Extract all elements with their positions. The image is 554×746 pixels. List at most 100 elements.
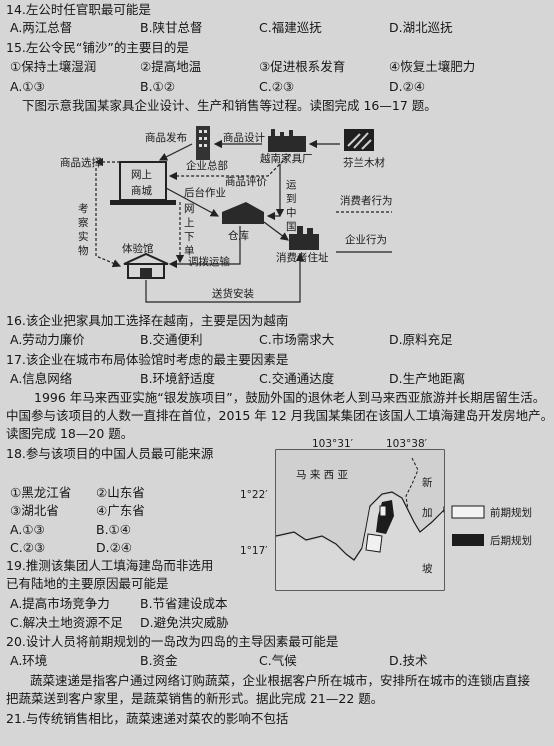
svg-text:国: 国: [286, 221, 297, 233]
q16-option-a: A.劳动力廉价: [10, 332, 85, 347]
svg-text:实: 实: [78, 230, 89, 243]
svg-text:考: 考: [78, 203, 89, 215]
national-border: [405, 457, 419, 511]
q17-option-a: A.信息网络: [10, 371, 73, 386]
question-16-stem: 16.该企业把家具加工选择在越南，主要是因为越南: [6, 313, 289, 328]
label-mall-1: 网上: [131, 169, 152, 181]
q14-option-c: C.福建巡抚: [259, 20, 322, 35]
online-mall-computer-icon: [110, 161, 176, 205]
question-19-stem-line-2: 已有陆地的主要原因最可能是: [6, 576, 169, 591]
intro-21-22-line-2: 把蔬菜送到客户家里，是蔬菜销售的新形式。据此完成 21—22 题。: [6, 691, 384, 706]
legend-consumer-label: 消费者行为: [340, 194, 393, 207]
map-lat-2: 1°17′: [240, 545, 268, 557]
legend-late-swatch: [452, 534, 484, 546]
question-14-stem: 14.左公时任官职最可能是: [6, 2, 151, 17]
q20-option-b: B.资金: [140, 653, 178, 668]
svg-text:下: 下: [184, 231, 195, 243]
label-design: 商品设计: [223, 131, 265, 144]
map-region-label: 马 来 西 亚: [296, 469, 349, 481]
question-19-stem-line-1: 19.推测该集团人工填海建岛而非选用: [6, 558, 214, 573]
question-15-stem: 15.左公令民“铺沙”的主要目的是: [6, 40, 189, 55]
q15-statement-3: ③促进根系发育: [259, 59, 346, 74]
label-backend: 后台作业: [184, 186, 226, 199]
legend-late-label: 后期规划: [490, 534, 532, 547]
question-18-stem: 18.参与该项目的中国人员最可能来源: [6, 446, 214, 461]
q14-option-d: D.湖北巡抚: [389, 20, 453, 35]
q15-option-a: A.①③: [10, 79, 45, 94]
question-21-stem: 21.与传统销售相比，蔬菜速递对菜农的影响不包括: [6, 711, 289, 726]
warehouse-icon: [222, 202, 264, 224]
q16-option-c: C.市场需求大: [259, 332, 335, 347]
q18-option-b: B.①④: [96, 522, 131, 537]
q18-statement-2: ②山东省: [96, 485, 145, 500]
label-hq: 企业总部: [186, 159, 228, 172]
q18-statement-1: ①黑龙江省: [10, 485, 72, 500]
question-20-stem: 20.设计人员将前期规划的一岛改为四岛的主导因素最可能是: [6, 634, 339, 649]
map-sg-1: 新: [422, 476, 433, 489]
q15-statement-4: ④恢复土壤肥力: [389, 59, 476, 74]
q20-option-a: A.环境: [10, 653, 48, 668]
svg-text:单: 单: [184, 245, 195, 257]
q17-option-b: B.环境舒适度: [140, 371, 216, 386]
legend-early-swatch: [451, 505, 485, 519]
q18-statement-3: ③湖北省: [10, 503, 59, 518]
factory-icon: [268, 129, 306, 152]
legend-early-label: 前期规划: [490, 506, 532, 519]
intro-21-22-line-1: 蔬菜速递是指客户通过网络订购蔬菜，企业根据客户所在城市，安排所在城市的连锁店直接: [30, 673, 531, 688]
malaysia-singapore-map: 103°31′ 103°38′ 1°22′ 1°17′ 马 来 西 亚 新 加 …: [240, 438, 532, 591]
label-eval: 商品评价: [225, 175, 267, 188]
q18-option-d: D.②④: [96, 540, 133, 555]
enterprise-process-diagram: 商品发布 企业总部 商品设计 越南家具厂 芬兰木材 网上 商城 商品选择 商品评…: [60, 126, 393, 303]
label-dispatch: 调拨运输: [188, 255, 230, 268]
intro-18-20-line-3: 读图完成 18—20 题。: [6, 426, 134, 441]
q14-option-a: A.两江总督: [10, 20, 73, 35]
q15-option-c: C.②③: [259, 79, 295, 94]
q19-option-a: A.提高市场竞争力: [10, 596, 110, 611]
map-lon-2: 103°38′: [386, 438, 428, 450]
label-warehouse: 仓库: [228, 229, 249, 242]
svg-text:到: 到: [286, 193, 297, 205]
intro-18-20-line-1: 1996 年马来西亚实施“银发族项目”，鼓励外国的退休老人到马来西亚旅游并长期居…: [34, 390, 546, 405]
consumer-home-icon: [289, 226, 319, 250]
q18-option-a: A.①③: [10, 522, 45, 537]
intro-18-20-line-2: 中国参与该项目的人数一直排在首位，2015 年 12 月我国某集团在该国人工填海…: [6, 408, 554, 423]
svg-text:察: 察: [78, 216, 89, 229]
coastline: [275, 491, 445, 561]
label-showroom: 体验馆: [122, 242, 154, 255]
headquarters-building-icon: [196, 126, 210, 160]
q17-option-c: C.交通通达度: [259, 371, 335, 386]
wood-logs-icon: [344, 129, 374, 151]
q15-statement-2: ②提高地温: [140, 59, 202, 74]
svg-text:上: 上: [184, 217, 195, 229]
q14-option-b: B.陕甘总督: [140, 20, 203, 35]
q17-option-d: D.生产地距离: [389, 371, 466, 386]
q20-option-d: D.技术: [389, 653, 428, 668]
label-mall-2: 商城: [131, 184, 152, 197]
label-publish: 商品发布: [145, 131, 187, 144]
label-select: 商品选择: [60, 156, 102, 169]
svg-text:网: 网: [184, 203, 195, 215]
q18-option-c: C.②③: [10, 540, 46, 555]
map-lon-1: 103°31′: [312, 438, 354, 450]
q15-statement-1: ①保持土壤湿润: [10, 59, 97, 74]
label-consumer-home: 消费者住址: [276, 251, 329, 264]
label-wood: 芬兰木材: [343, 156, 385, 169]
map-sg-3: 坡: [422, 562, 433, 575]
q16-option-d: D.原料充足: [389, 332, 453, 347]
q18-statement-4: ④广东省: [96, 503, 145, 518]
svg-text:运: 运: [286, 179, 297, 191]
q16-option-b: B.交通便利: [140, 332, 203, 347]
label-delivery: 送货安装: [212, 287, 254, 300]
intro-16-17: 下图示意我国某家具企业设计、生产和销售等过程。读图完成 16—17 题。: [22, 98, 437, 113]
q19-option-b: B.节省建设成本: [140, 596, 228, 611]
map-lat-1: 1°22′: [240, 489, 268, 501]
legend-enterprise-label: 企业行为: [345, 233, 387, 246]
map-sg-2: 加: [422, 507, 433, 519]
island-cluster: [365, 500, 394, 553]
question-17-stem: 17.该企业在城市布局体验馆时考虑的最主要因素是: [6, 352, 289, 367]
q15-option-d: D.②④: [389, 79, 426, 94]
q20-option-c: C.气候: [259, 653, 297, 668]
